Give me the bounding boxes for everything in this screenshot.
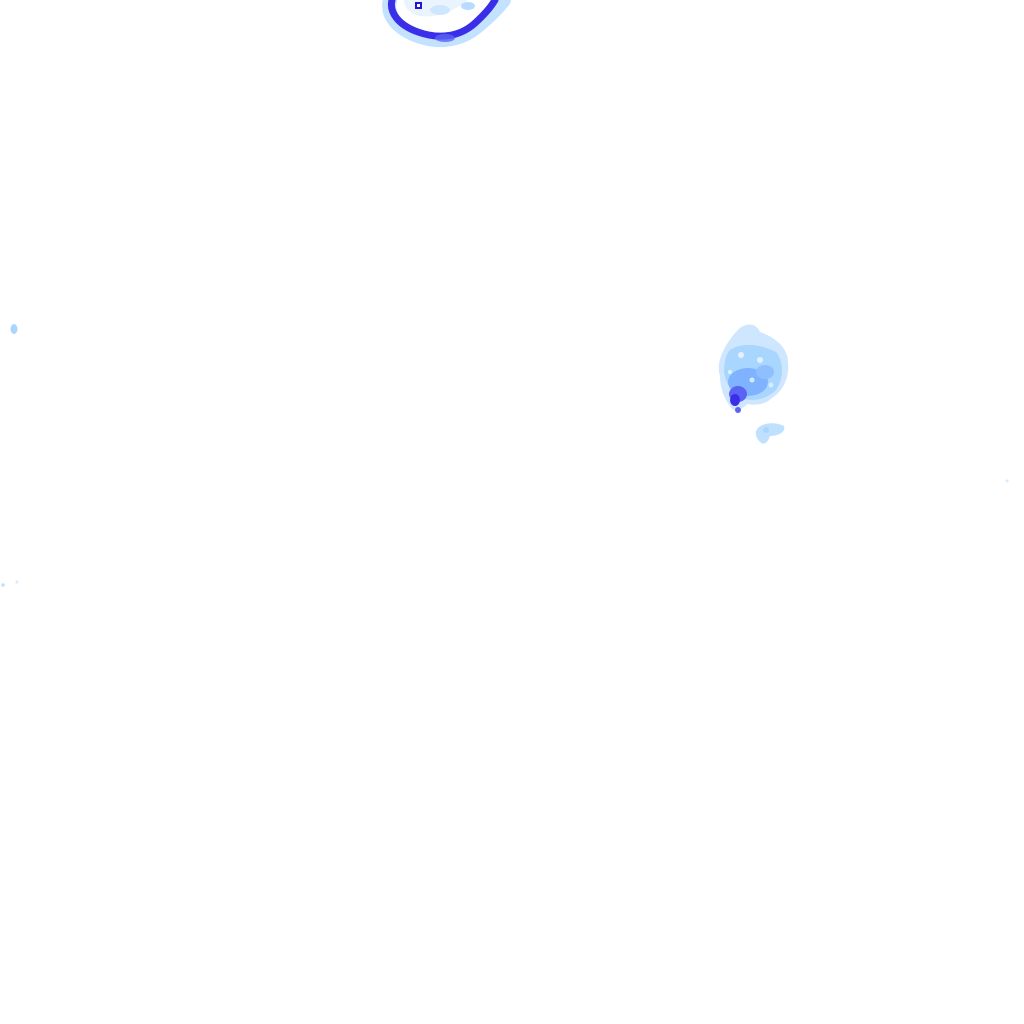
echo-east-speck-4 [768,382,774,388]
echo-north-spot-2 [461,2,475,10]
echo-east-intense [730,394,740,406]
echo-cell-north [382,0,511,48]
echo-east-speck-2 [757,357,763,363]
echo-east-speck-5 [728,370,732,374]
echo-fragment-dot [763,427,769,433]
echo-speck-sw-1 [1,583,5,587]
echo-speck-far-east [1005,479,1009,483]
echo-east-moderate-2 [756,365,774,379]
echo-east-tail [735,407,741,413]
echo-north-spot [430,5,450,15]
echo-speck-west [10,324,18,334]
echo-east-speck-3 [749,377,755,383]
echo-cell-east [718,324,789,413]
echo-speck-sw-2 [15,580,19,584]
echo-fragment-shape [755,423,785,444]
echo-speck-southwest [1,580,19,587]
echo-fragment-east-small [755,423,785,444]
echo-north-core-center [417,4,420,7]
echo-east-speck-1 [738,352,744,358]
echo-north-edge [435,34,455,42]
